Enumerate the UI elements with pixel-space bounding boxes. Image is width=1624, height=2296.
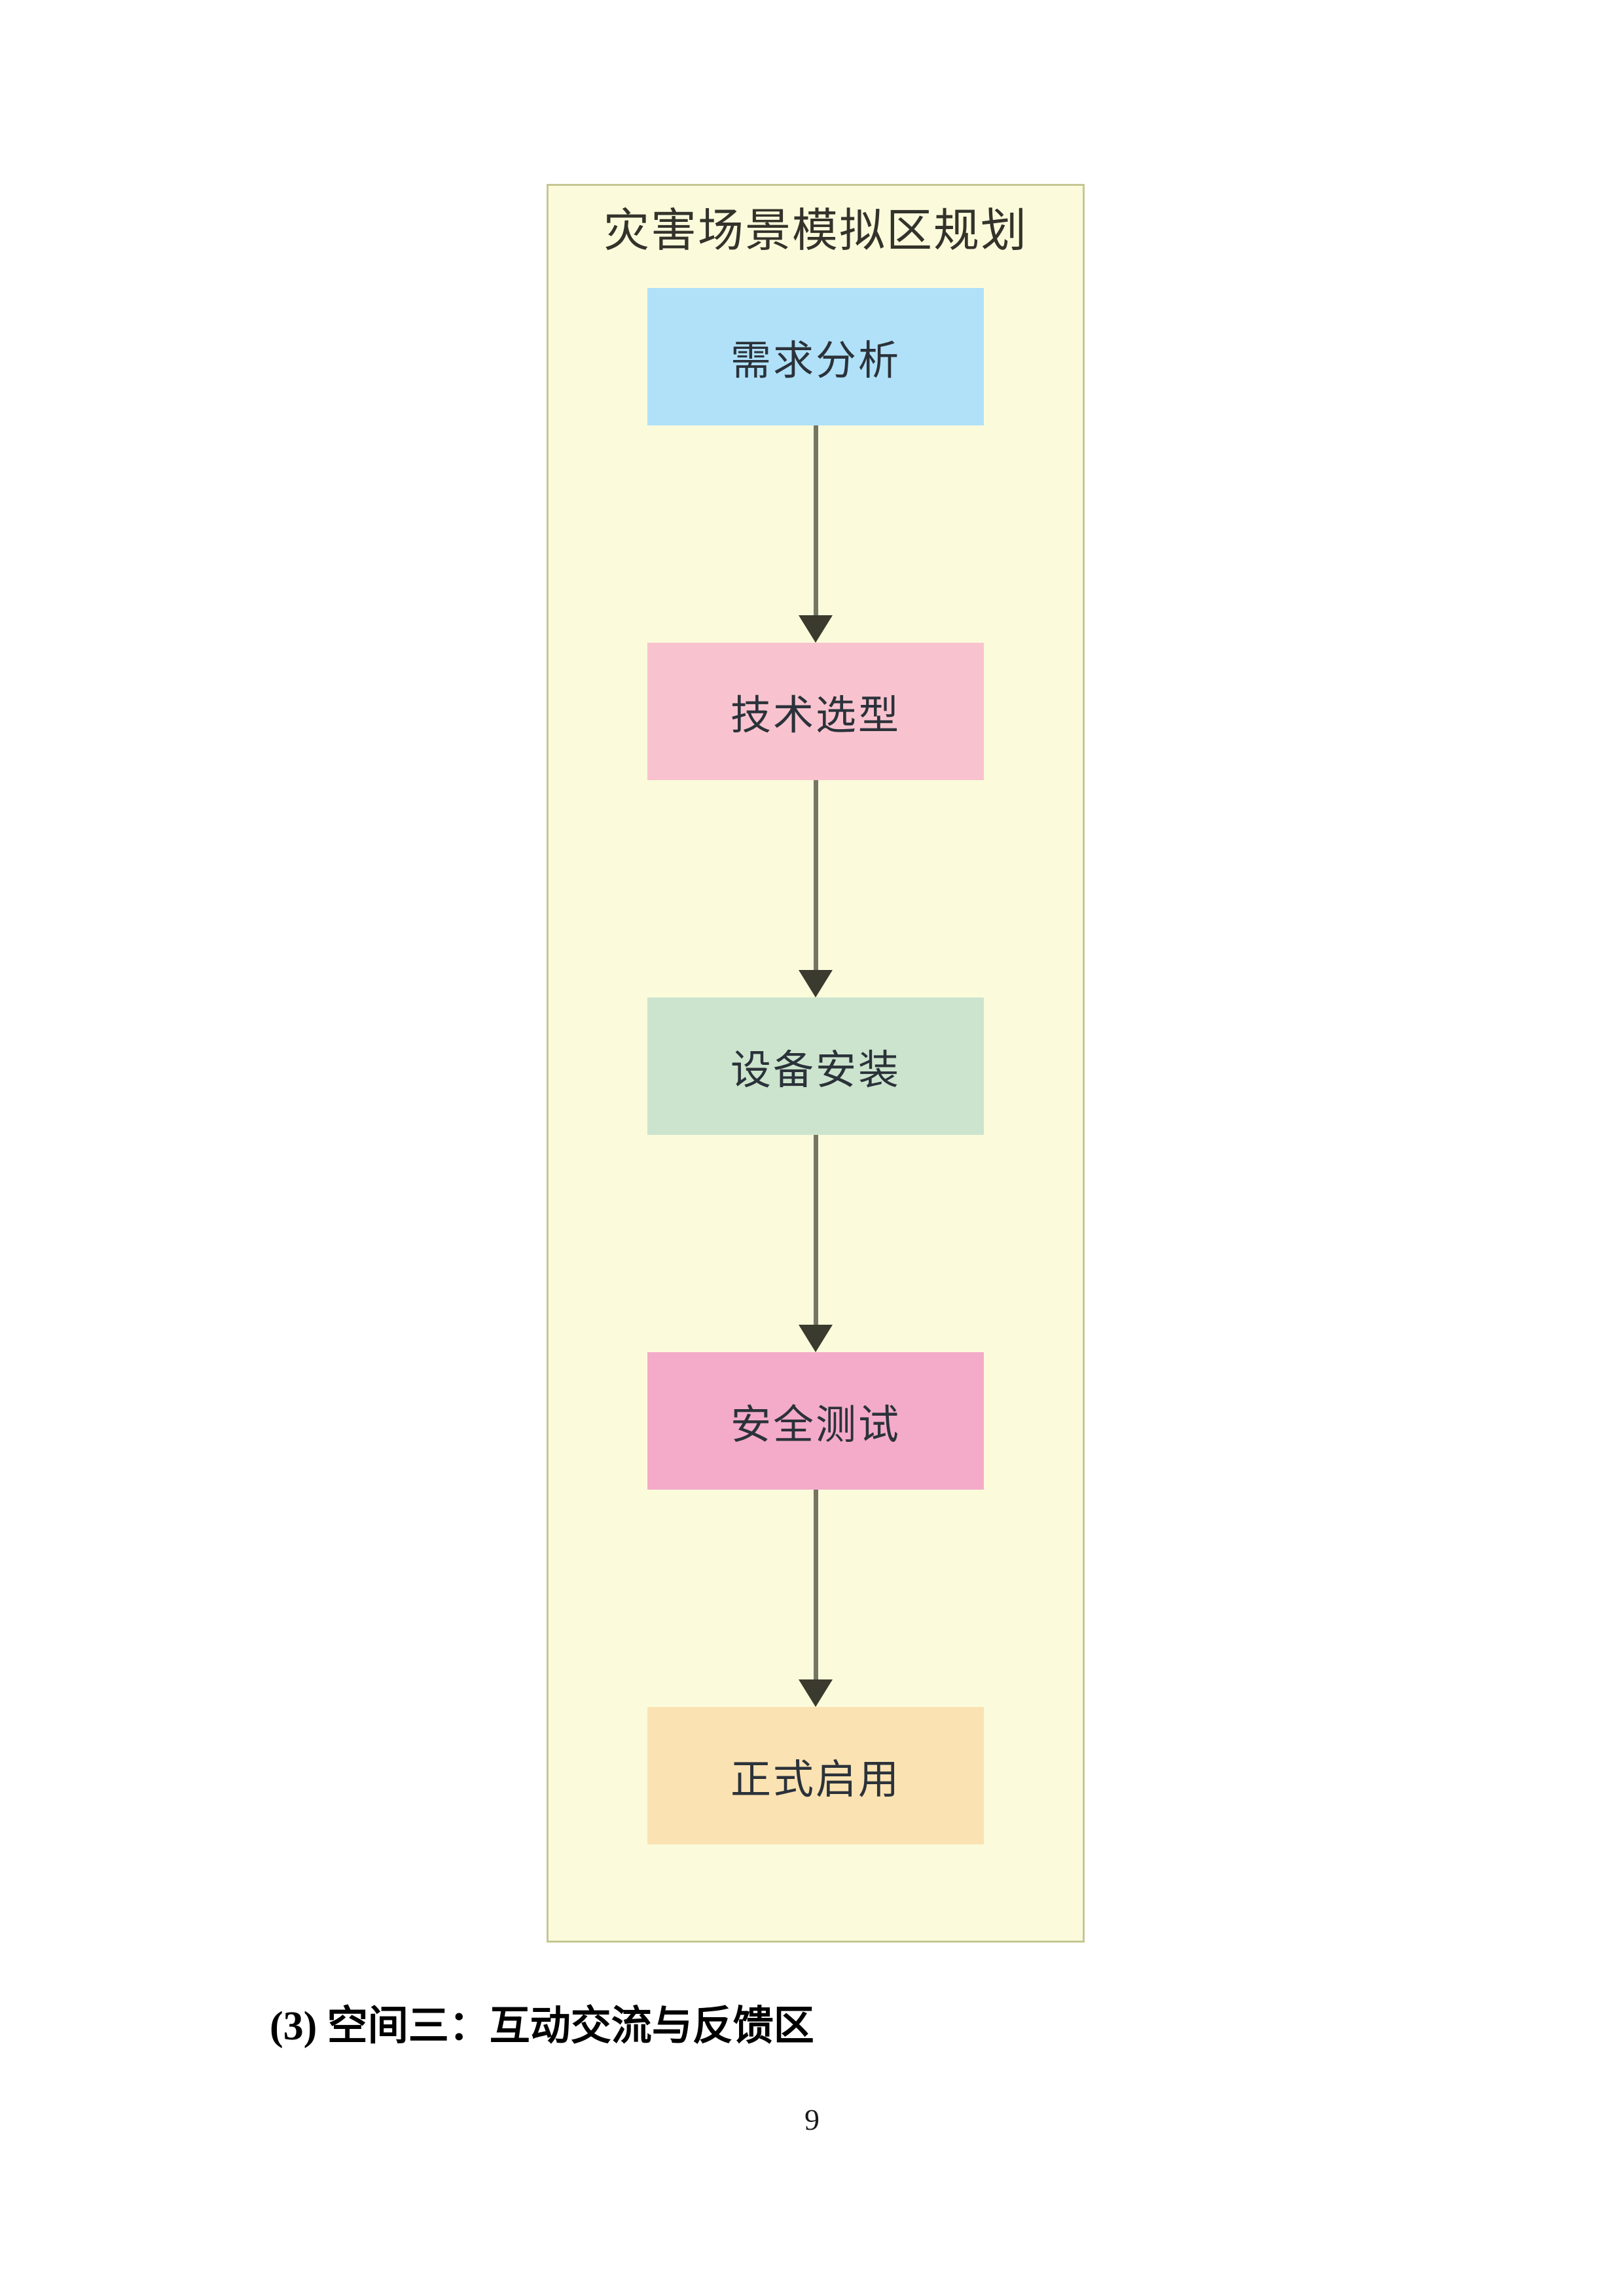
flow-arrow: [799, 1135, 833, 1352]
step-label: 正式启用: [730, 1755, 901, 1803]
flow-arrow: [799, 780, 833, 997]
section-heading: (3) 空间三：互动交流与反馈区: [270, 2004, 814, 2049]
flowchart-title: 灾害场景模拟区规划: [604, 204, 1028, 257]
flowchart-step-safety-testing: 安全测试: [647, 1352, 984, 1490]
arrow-down-icon: [799, 615, 833, 643]
arrow-down-icon: [799, 970, 833, 997]
arrow-line: [813, 425, 818, 615]
flowchart-step-official-launch: 正式启用: [647, 1707, 984, 1844]
step-label: 安全测试: [730, 1401, 901, 1448]
step-label: 技术选型: [730, 691, 901, 739]
flowchart-step-equipment-installation: 设备安装: [647, 997, 984, 1135]
arrow-line: [813, 1490, 818, 1679]
arrow-down-icon: [799, 1679, 833, 1707]
page-number: 9: [804, 2103, 820, 2136]
step-label: 需求分析: [730, 336, 901, 384]
flow-arrow: [799, 425, 833, 643]
flow-arrow: [799, 1490, 833, 1707]
arrow-down-icon: [799, 1325, 833, 1352]
flowchart-step-technology-selection: 技术选型: [647, 643, 984, 780]
arrow-line: [813, 780, 818, 970]
flowchart-panel: 灾害场景模拟区规划 需求分析 技术选型 设备安装 安全测试: [547, 184, 1085, 1943]
arrow-line: [813, 1135, 818, 1325]
step-label: 设备安装: [730, 1046, 901, 1094]
flowchart-step-requirements-analysis: 需求分析: [647, 288, 984, 425]
